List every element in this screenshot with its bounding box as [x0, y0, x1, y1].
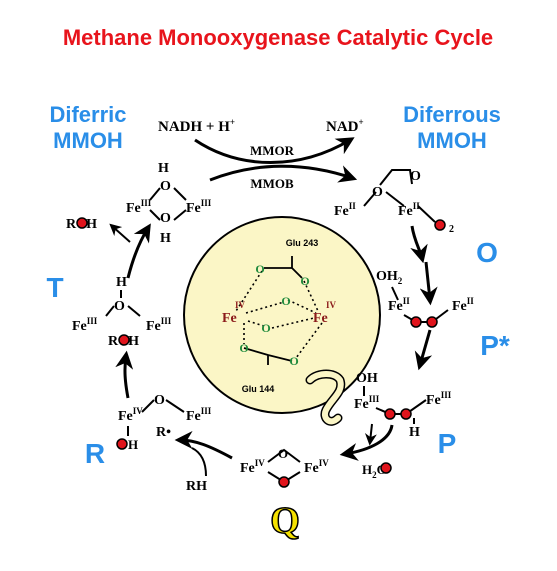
- glu243-label: Glu 243: [286, 238, 319, 248]
- o2-dot: [434, 219, 446, 231]
- t-fe-left: FeIII: [72, 316, 98, 334]
- glu144-bonds: [243, 347, 293, 365]
- roh-release-arrow: [109, 223, 131, 243]
- svg-text:H: H: [116, 275, 127, 290]
- svg-text:H: H: [158, 161, 169, 176]
- t-fe-right: FeIII: [146, 316, 172, 334]
- mmob-label: MMOB: [250, 176, 294, 191]
- ligand-o-6: O: [289, 354, 298, 368]
- diferric-fe-right: FeIII: [186, 198, 212, 216]
- state-label-diferrous-mmoh: MMOH: [417, 128, 487, 153]
- svg-text:O: O: [278, 446, 288, 461]
- diferrous-bonds: [363, 169, 413, 207]
- state-label-diferrous: Diferrous: [403, 102, 501, 127]
- arrow-t-to-diferric: [126, 223, 151, 279]
- diagram-title: Methane Monooxygenase Catalytic Cycle: [63, 25, 493, 50]
- svg-text:OH: OH: [356, 371, 378, 386]
- svg-text:O: O: [154, 393, 165, 408]
- active-fe-left: Fe: [222, 311, 237, 326]
- arrow-p-to-q: [339, 424, 394, 461]
- glu144-label: Glu 144: [242, 384, 275, 394]
- ligand-o-1: O: [255, 262, 264, 276]
- water-release-arrow: [364, 423, 377, 446]
- svg-text:O: O: [410, 169, 421, 184]
- arrow-pstar-to-p: [414, 329, 433, 371]
- arrow-r-to-t: [115, 350, 134, 399]
- arrow-q-to-r: [174, 431, 233, 460]
- q-fe-left: FeIV: [240, 458, 265, 476]
- active-fe-right: Fe: [313, 311, 328, 326]
- state-label-diferric: Diferric: [49, 102, 126, 127]
- r-fe-right: FeIII: [186, 406, 212, 424]
- state-label-p: P: [438, 428, 457, 459]
- active-fe-left-iv: IV: [235, 300, 246, 310]
- nadh-label: NADH + H+: [158, 117, 235, 135]
- p-fe-right: FeIII: [426, 390, 452, 408]
- p-fe-left: FeIII: [354, 394, 380, 412]
- svg-text:O: O: [372, 185, 383, 200]
- diferrous-fe-left: FeII: [334, 201, 356, 219]
- state-label-p-star: P*: [480, 330, 510, 361]
- svg-text:H: H: [128, 437, 138, 452]
- ligand-o-5: O: [239, 341, 248, 355]
- mmor-label: MMOR: [250, 143, 295, 158]
- pstar-fe-right: FeII: [452, 296, 474, 314]
- r-fe-left: FeIV: [118, 406, 143, 424]
- svg-text:OH2: OH2: [376, 269, 403, 286]
- reduction-arrow: [209, 164, 358, 183]
- svg-text:O: O: [160, 179, 171, 194]
- ligand-o-4: O: [261, 321, 270, 335]
- rh-label: RH: [186, 479, 207, 494]
- diferrous-fe-right: FeII: [398, 201, 420, 219]
- state-label-r: R: [85, 438, 105, 469]
- water-o-dot: [380, 462, 392, 474]
- state-label-q: Q: [270, 500, 300, 542]
- active-fe-right-iv: IV: [326, 300, 337, 310]
- active-site-circle: [183, 216, 381, 414]
- rh-curve: [191, 447, 207, 477]
- arrow-o-to-pstar: [419, 261, 438, 306]
- ligand-o-2: O: [300, 274, 309, 288]
- svg-text:H: H: [409, 425, 420, 440]
- arrow-to-o: [410, 225, 428, 264]
- state-label-t: T: [46, 272, 63, 303]
- q-fe-right: FeIV: [304, 458, 329, 476]
- nad-label: NAD+: [326, 117, 364, 135]
- glu243-bonds: [264, 256, 303, 279]
- diferric-fe-left: FeIII: [126, 198, 152, 216]
- state-label-o: O: [476, 237, 498, 268]
- svg-text:2: 2: [449, 224, 454, 235]
- state-label-diferric-mmoh: MMOH: [53, 128, 123, 153]
- svg-text:H: H: [160, 231, 171, 246]
- r-radical: R•: [156, 425, 171, 440]
- svg-text:O: O: [160, 211, 171, 226]
- coordination-dots: [235, 270, 323, 359]
- ligand-o-3: O: [281, 294, 290, 308]
- svg-text:O: O: [114, 299, 125, 314]
- pstar-fe-left: FeII: [388, 296, 410, 314]
- nadh-curve-arrow: [194, 137, 355, 164]
